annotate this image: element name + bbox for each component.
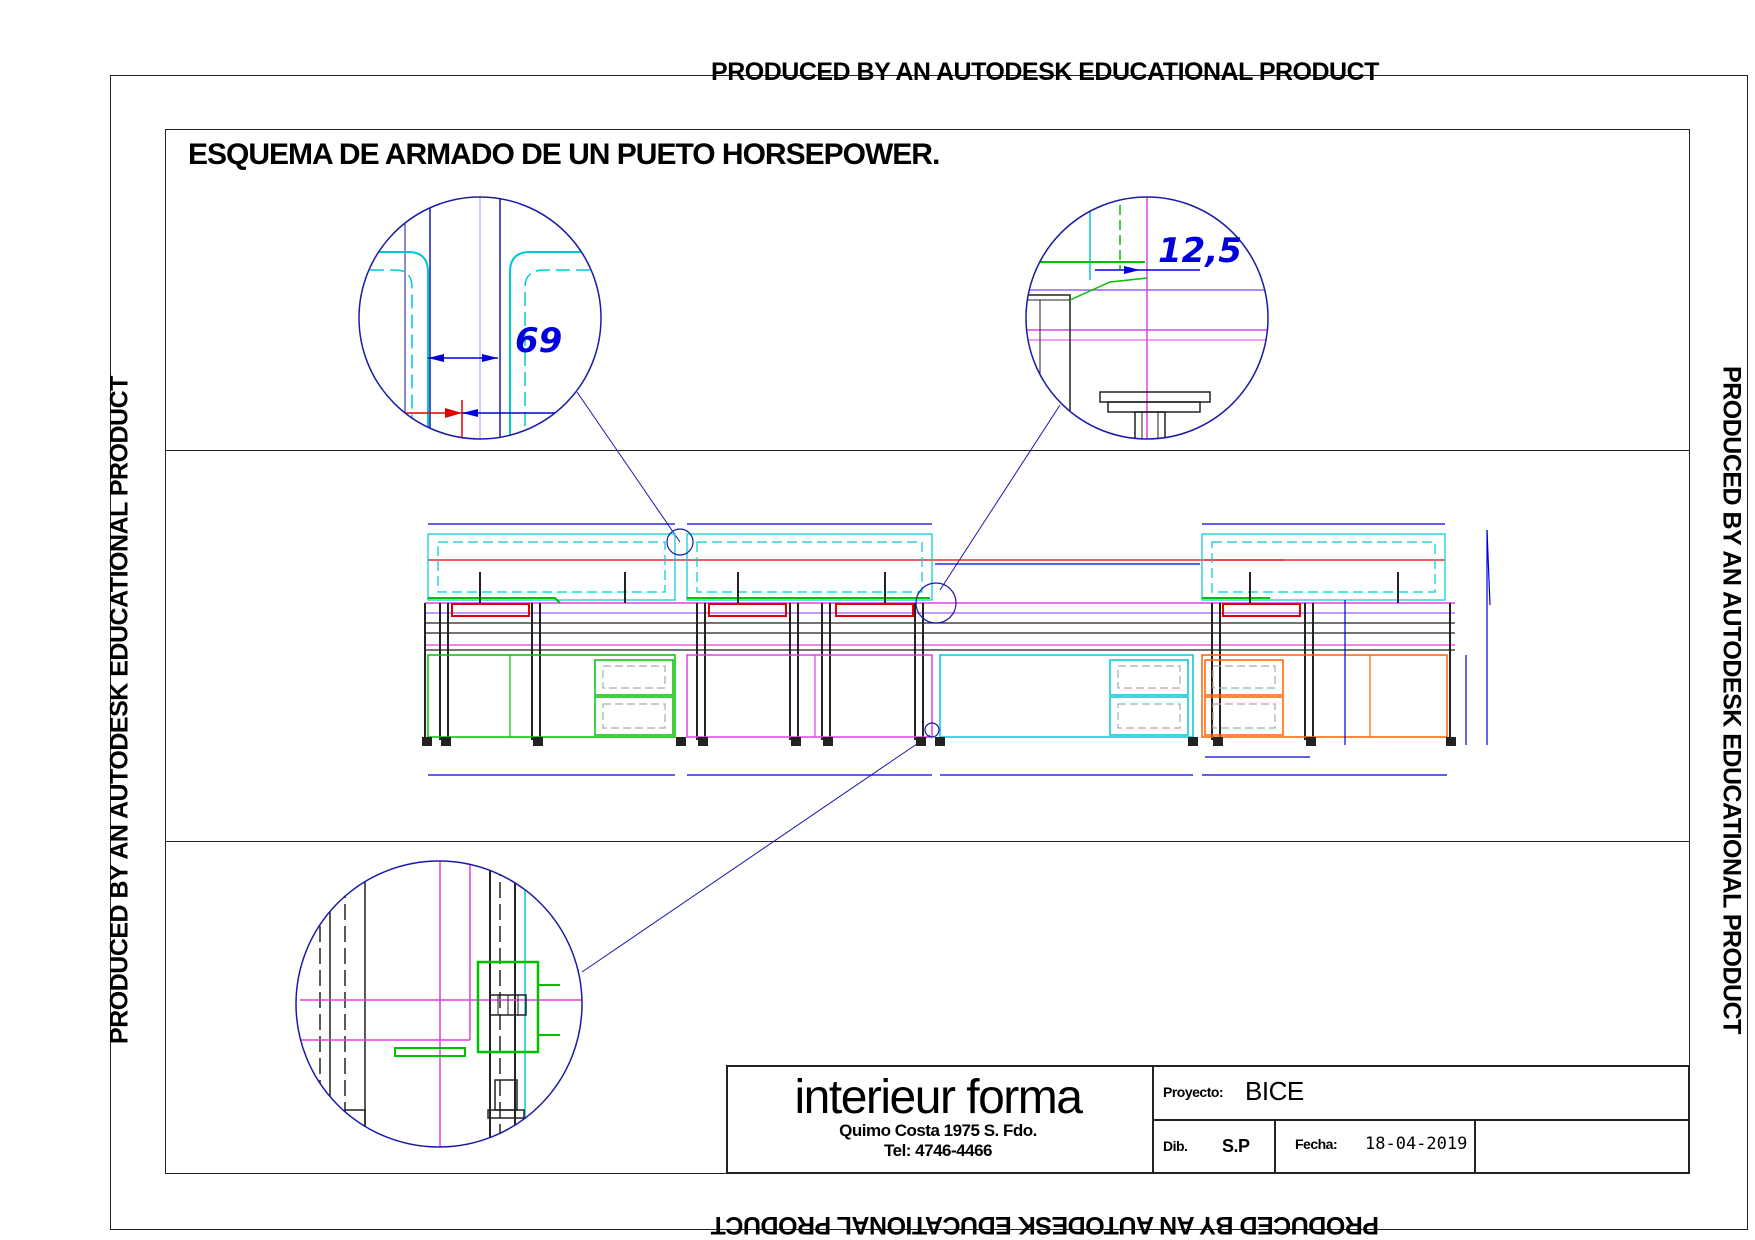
title-block <box>726 1065 1690 1174</box>
detail-1-dimension: 69 <box>515 321 562 361</box>
section-divider-top <box>165 450 1690 451</box>
detail-2-circle <box>1025 196 1269 440</box>
drawn-by-label: Dib. <box>1163 1138 1188 1154</box>
leader-line-2 <box>939 404 1061 591</box>
detail-2-dimension: 12,5 <box>1158 231 1242 271</box>
drawn-by-value: S.P <box>1222 1136 1250 1156</box>
date-value: 18-04-2019 <box>1365 1134 1468 1154</box>
detail-2-content <box>1026 197 1268 439</box>
section-divider-bottom <box>165 841 1690 842</box>
company-name: interieur forma <box>794 1071 1083 1124</box>
detail-1-circle <box>358 196 602 440</box>
drawing-title: ESQUEMA DE ARMADO DE UN PUETO HORSEPOWER… <box>188 138 940 171</box>
detail-3-content <box>300 861 582 1147</box>
company-address: Quimo Costa 1975 S. Fdo. Tel: 4746-4466 <box>726 1121 1150 1161</box>
detail-1-content <box>359 197 601 439</box>
elevation-view <box>422 523 1491 776</box>
address-line-1: Quimo Costa 1975 S. Fdo. <box>839 1121 1037 1140</box>
project-value: BICE <box>1245 1076 1304 1106</box>
detail-3-circle <box>295 860 583 1148</box>
date-label: Fecha: <box>1295 1136 1338 1152</box>
address-phone: Tel: 4746-4466 <box>884 1141 992 1160</box>
project-label: Proyecto: <box>1163 1084 1224 1100</box>
watermark-top: PRODUCED BY AN AUTODESK EDUCATIONAL PROD… <box>711 58 1379 86</box>
leader-line-1 <box>576 391 681 543</box>
outer-border <box>110 75 1748 1230</box>
leader-line-3 <box>581 734 931 973</box>
